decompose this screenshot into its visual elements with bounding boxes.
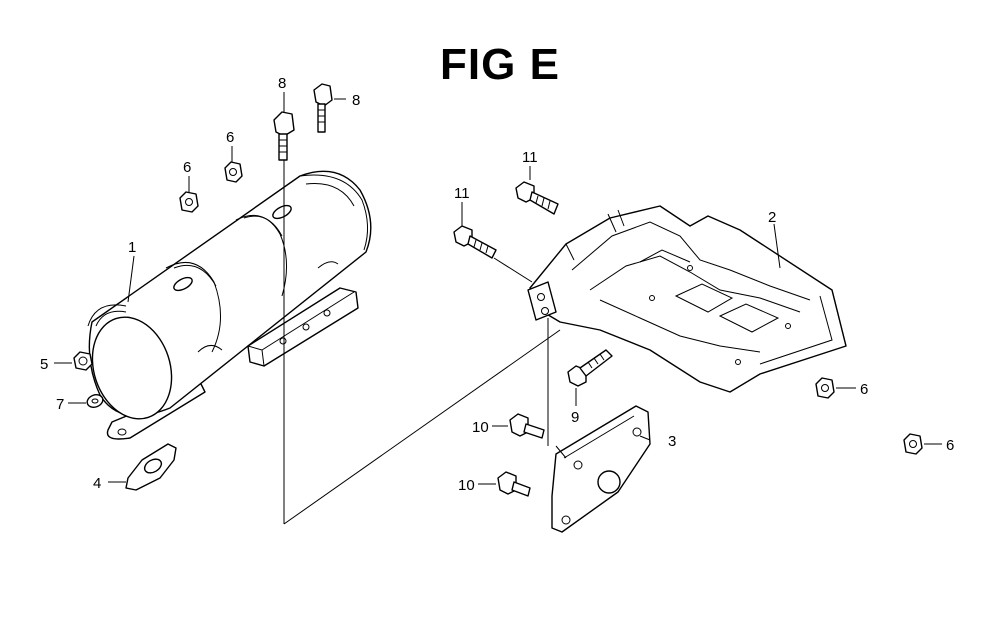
callout-9: 9 [571,409,579,426]
part-6-nut-a[interactable] [179,191,199,213]
part-11-bolt-a[interactable] [515,181,559,215]
callout-6a: 6 [183,159,191,176]
callout-6b: 6 [226,129,234,146]
part-4-gasket[interactable] [125,443,177,491]
callout-8a: 8 [278,75,286,92]
part-8-stud-a[interactable] [273,111,295,161]
callout-4: 4 [93,475,101,492]
callout-10b: 10 [458,477,475,494]
callout-8b: 8 [352,92,360,109]
part-9-bolt[interactable] [567,349,613,387]
part-10-bolt-a[interactable] [509,413,545,439]
callout-7: 7 [56,396,64,413]
callout-6d: 6 [946,437,954,454]
part-2-heat-shield[interactable] [527,205,847,393]
callout-10a: 10 [472,419,489,436]
callout-3: 3 [668,433,676,450]
callout-11b: 11 [454,185,470,202]
part-8-stud-b[interactable] [313,83,333,133]
leader-lines [54,92,942,525]
part-6-nut-b[interactable] [224,161,243,183]
callout-5: 5 [40,356,48,373]
part-10-bolt-b[interactable] [497,471,531,497]
part-5-nut[interactable] [73,351,93,371]
part-7-washer[interactable] [85,393,104,410]
part-6-nut-d[interactable] [903,433,923,455]
part-6-nut-c[interactable] [815,377,835,399]
callout-labels: 1 2 3 4 5 7 6 6 6 6 8 8 11 11 9 10 10 [40,75,954,494]
callout-2: 2 [768,209,776,226]
part-11-bolt-b[interactable] [453,225,497,259]
callout-1: 1 [128,239,136,256]
part-1-muffler-protector[interactable] [80,170,372,440]
callout-11a: 11 [522,149,538,166]
callout-6c: 6 [860,381,868,398]
part-3-bracket-plate[interactable] [551,405,651,533]
figure-title: FIG E [440,40,560,89]
